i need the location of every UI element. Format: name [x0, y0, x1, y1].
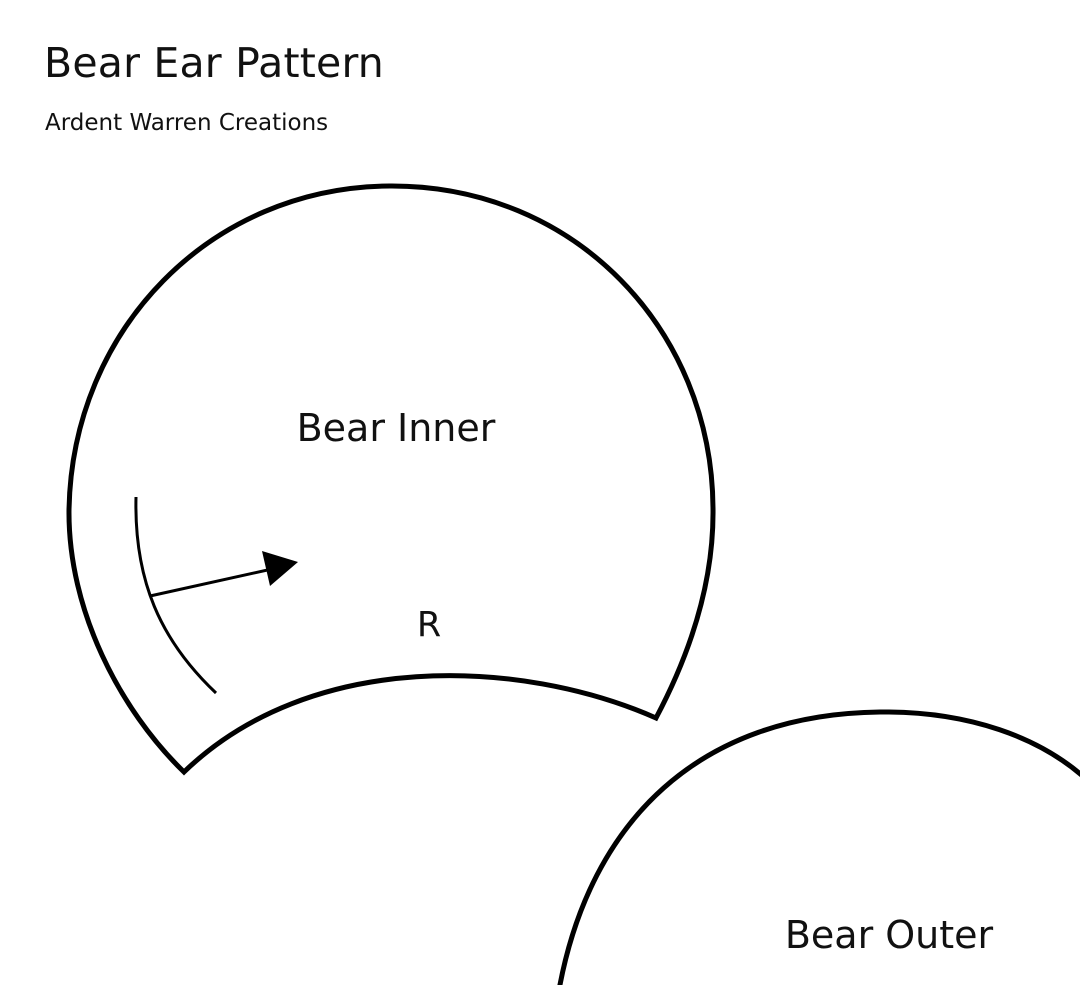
bear-inner-outline — [66, 183, 716, 776]
bear-outer-piece: Bear Outer — [557, 709, 1080, 985]
bear-inner-label: Bear Inner — [297, 406, 496, 450]
arrow-head-icon — [262, 551, 298, 586]
bear-outer-outline — [557, 709, 1080, 985]
bear-inner-piece: Bear Inner R — [66, 183, 716, 776]
pattern-title: Bear Ear Pattern — [44, 39, 384, 87]
grain-arc — [134, 496, 218, 695]
bear-outer-label: Bear Outer — [785, 913, 994, 957]
pattern-creator: Ardent Warren Creations — [45, 110, 329, 136]
side-mark-label: R — [417, 605, 441, 645]
grain-arrow-shaft — [149, 567, 273, 598]
